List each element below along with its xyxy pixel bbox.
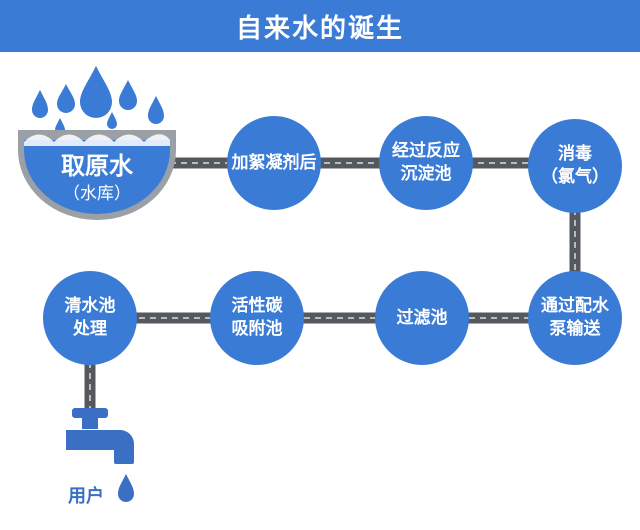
step-label-6: 活性碳 吸附池	[231, 296, 283, 339]
step-label-5: 过滤池	[396, 307, 448, 328]
step-circle-7	[43, 271, 137, 365]
step-circle-4	[528, 271, 622, 365]
step-label-1: 加絮凝剂后	[231, 152, 317, 173]
source-sub: （水库）	[63, 183, 131, 204]
title-banner: 自来水的诞生	[0, 0, 640, 52]
step-circle-1	[227, 116, 321, 210]
water-droplets-icon	[32, 66, 164, 135]
step-label-4: 通过配水 泵输送	[541, 296, 609, 339]
reservoir-icon	[18, 130, 176, 220]
step-label-7: 清水池 处理	[64, 296, 116, 339]
step-circle-2	[379, 116, 473, 210]
user-label: 用户	[68, 486, 104, 507]
step-circle-6	[210, 271, 304, 365]
step-label-3: 消毒 （氯气）	[541, 144, 609, 187]
step-circle-5	[375, 271, 469, 365]
faucet-icon	[66, 408, 134, 502]
source-name: 取原水	[61, 152, 133, 181]
step-label-2: 经过反应 沉淀池	[392, 141, 460, 184]
step-circles	[43, 116, 622, 365]
step-circle-3	[528, 119, 622, 213]
source-label: 取原水 （水库）	[24, 146, 170, 210]
diagram-title: 自来水的诞生	[235, 13, 404, 44]
